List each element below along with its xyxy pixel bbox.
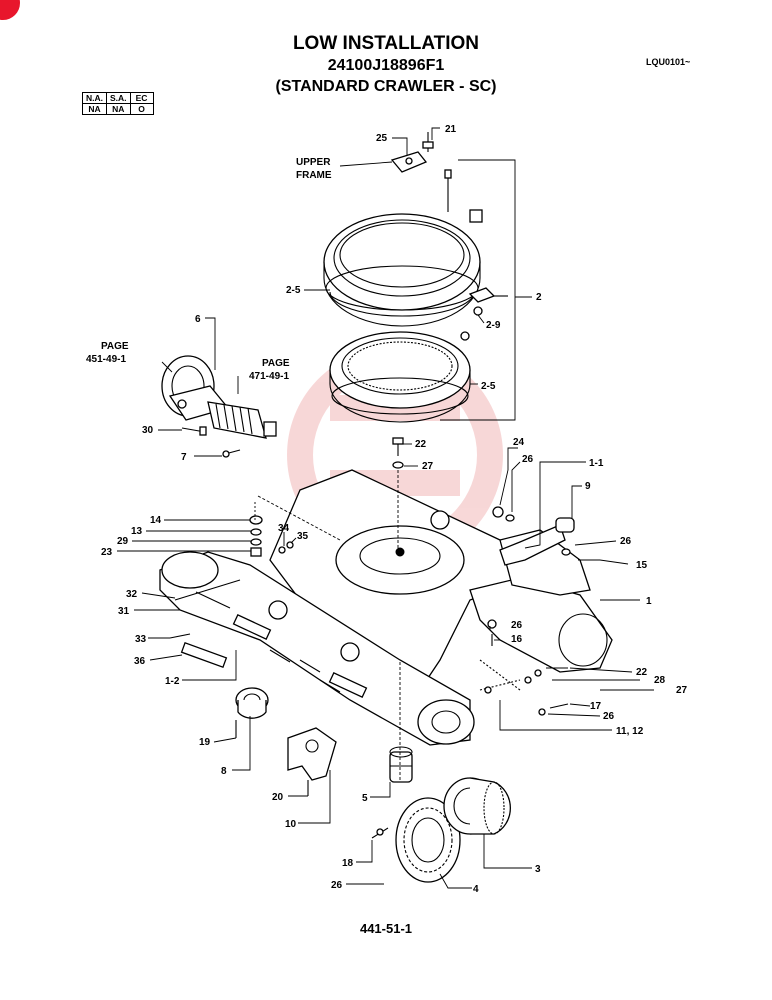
notes-table-value: O	[129, 103, 154, 115]
callout-26d: 26	[603, 711, 615, 722]
recoil-spring	[207, 401, 277, 439]
callout-1: 1	[646, 596, 652, 607]
callout-36: 36	[134, 656, 146, 667]
callout-26c: 26	[511, 620, 523, 631]
travel-motor	[235, 687, 269, 738]
leader-lines	[117, 127, 654, 889]
callout-9: 9	[585, 481, 591, 492]
callout-35: 35	[297, 531, 309, 542]
grease-fitting	[460, 287, 508, 341]
callout-4: 4	[473, 884, 479, 895]
callout-26b: 26	[620, 536, 632, 547]
callout-26a: 26	[522, 454, 534, 465]
callout-17: 17	[590, 701, 602, 712]
callout-34: 34	[278, 523, 290, 534]
bolt-17	[538, 703, 569, 716]
callout-18: 18	[342, 858, 354, 869]
notes-table: N.A. S.A. EC NA NA O	[82, 92, 154, 115]
callout-31: 31	[118, 606, 130, 617]
reduction-gear	[443, 777, 511, 835]
page-ref-spring-line-2: 471-49-1	[249, 371, 289, 382]
sprocket	[395, 797, 461, 883]
callout-28: 28	[654, 675, 666, 686]
callout-22b: 22	[636, 667, 648, 678]
washer-27	[392, 461, 404, 469]
callout-5: 5	[362, 793, 368, 804]
callout-2-5b: 2-5	[481, 381, 496, 392]
notes-table-value-row: NA NA O	[82, 103, 154, 115]
notes-table-value: NA	[106, 103, 131, 115]
callout-1-1: 1-1	[589, 458, 604, 469]
page-subtitle: (STANDARD CRAWLER - SC)	[275, 78, 497, 95]
bolt-15	[561, 548, 600, 561]
callout-2: 2	[536, 292, 542, 303]
callout-20: 20	[272, 792, 284, 803]
notes-table-value: NA	[82, 103, 107, 115]
callout-1-2: 1-2	[165, 676, 180, 687]
callout-27a: 27	[422, 461, 434, 472]
page-ref-spring-line-1: PAGE	[262, 358, 290, 369]
bolt-22	[392, 437, 404, 456]
corner-logo-mark	[0, 0, 20, 20]
bolt-18	[371, 827, 389, 839]
callout-24: 24	[513, 437, 525, 448]
callout-7: 7	[181, 452, 187, 463]
callout-19: 19	[199, 737, 211, 748]
page-number: 441-51-1	[359, 921, 413, 936]
callout-27b: 27	[676, 685, 688, 696]
bolt-22b	[534, 667, 568, 677]
nut-24	[492, 506, 515, 522]
seal-ring	[329, 291, 475, 317]
page-title: LOW INSTALLATION	[292, 33, 480, 54]
upper-frame-label: UPPER FRAME	[296, 157, 332, 181]
cover-10	[287, 727, 337, 796]
callout-25: 25	[376, 133, 388, 144]
callout-15: 15	[636, 560, 648, 571]
hardware-stack	[169, 515, 294, 639]
stud-bolt	[444, 169, 452, 212]
page-ref-idler-line-1: PAGE	[101, 341, 129, 352]
slewing-bearing	[323, 209, 483, 327]
bolt-30	[181, 426, 207, 436]
callout-23: 23	[101, 547, 113, 558]
page-ref-spring: PAGE 471-49-1	[249, 358, 290, 382]
callout-10: 10	[285, 819, 297, 830]
upper-frame-line-1: UPPER	[296, 157, 331, 168]
bracket-1-1	[499, 517, 575, 566]
callout-22a: 22	[415, 439, 427, 450]
callout-14: 14	[150, 515, 162, 526]
callout-11-12: 11, 12	[616, 726, 644, 737]
bolt-21	[422, 132, 434, 152]
grease-nipple-7	[222, 449, 241, 458]
callout-2-9: 2-9	[486, 320, 501, 331]
track-frame	[159, 469, 613, 746]
serial-code: LQU0101~	[646, 57, 691, 67]
callout-3: 3	[535, 864, 541, 875]
callout-8: 8	[221, 766, 227, 777]
callout-33: 33	[135, 634, 147, 645]
callout-21: 21	[445, 124, 457, 135]
callout-32: 32	[126, 589, 138, 600]
swivel-joint	[389, 746, 413, 783]
callout-16: 16	[511, 634, 523, 645]
callout-13: 13	[131, 526, 143, 537]
callout-30: 30	[142, 425, 154, 436]
stopper-plate	[390, 151, 428, 173]
callout-2-5a: 2-5	[286, 285, 301, 296]
callout-29: 29	[117, 536, 129, 547]
callout-6: 6	[195, 314, 201, 325]
callout-26e: 26	[331, 880, 343, 891]
part-number: 24100J18896F1	[327, 57, 445, 74]
upper-frame-line-2: FRAME	[296, 170, 332, 181]
page-ref-idler-line-2: 451-49-1	[86, 354, 126, 365]
page-ref-idler: PAGE 451-49-1	[86, 341, 129, 365]
internal-gear-ring	[329, 331, 471, 423]
